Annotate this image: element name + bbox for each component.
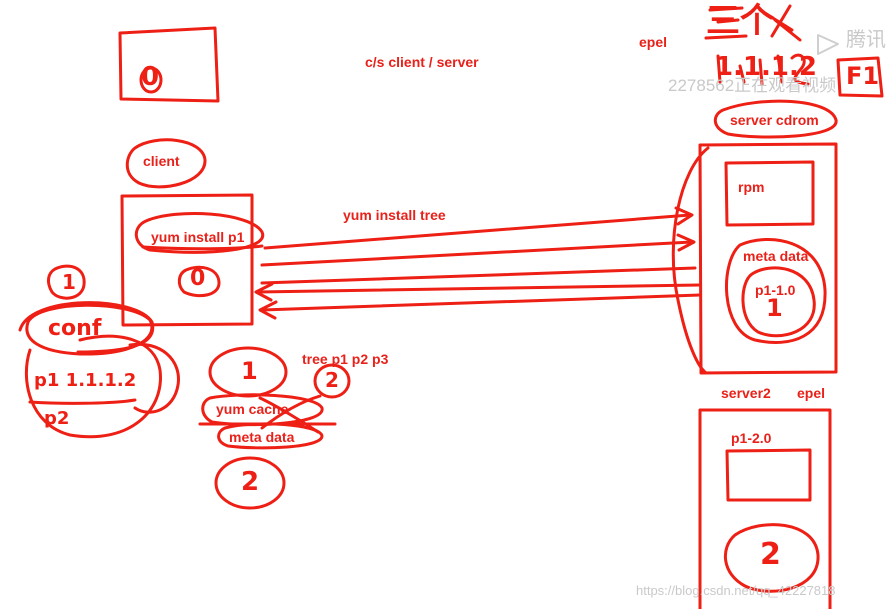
meta-data-client-label: meta data bbox=[229, 429, 295, 445]
rpm-label: rpm bbox=[738, 179, 765, 195]
client-box bbox=[120, 193, 254, 327]
url-watermark: https://blog.csdn.net/qq_42227818 bbox=[636, 583, 836, 598]
server-box bbox=[698, 142, 838, 375]
tree-deps-label: tree p1 p2 p3 bbox=[302, 351, 389, 367]
two-small-circle bbox=[313, 363, 351, 399]
rpm-box bbox=[724, 160, 815, 227]
zero-circle bbox=[139, 66, 163, 94]
handwritten-conf: conf bbox=[48, 316, 102, 341]
epel-server2-label: epel bbox=[797, 385, 826, 401]
handwritten-top-chars: 三个 bbox=[706, 1, 774, 41]
yum-install-underline bbox=[141, 244, 264, 251]
handwritten-two-under: 2 bbox=[241, 467, 260, 497]
handwritten-p1-version: p1 1.1.1.2 bbox=[34, 370, 137, 391]
play-icon bbox=[817, 34, 839, 55]
meta-data-inner-circle bbox=[741, 266, 816, 338]
server2-label: server2 bbox=[721, 385, 771, 401]
epel-top-label: epel bbox=[639, 34, 668, 50]
response-arrows bbox=[254, 282, 702, 320]
one-circle-left bbox=[46, 264, 86, 300]
p1-2-label: p1-2.0 bbox=[731, 430, 772, 446]
p1-1-label: p1-1.0 bbox=[755, 282, 796, 298]
handwritten-zero: 0 bbox=[141, 62, 160, 92]
viewer-watermark: 2278562正在观看视频 bbox=[668, 76, 837, 95]
meta-data-server-label: meta data bbox=[743, 248, 809, 264]
two-server2-circle bbox=[723, 523, 820, 593]
request-arrows bbox=[260, 206, 697, 285]
handwritten-two-small: 2 bbox=[325, 368, 339, 392]
server-left-scribble bbox=[671, 146, 710, 374]
p1-2-box bbox=[725, 448, 812, 502]
conf-circle-2 bbox=[18, 301, 155, 354]
two-under-circle bbox=[214, 456, 286, 510]
yum-install-p1-label: yum install p1 bbox=[151, 229, 245, 245]
yum-cache-circle bbox=[201, 393, 324, 427]
handwritten-zero-small: 0 bbox=[190, 266, 206, 291]
server2-box bbox=[698, 408, 832, 609]
handwritten-p2: p2 bbox=[44, 408, 70, 429]
diagram-title: c/s client / server bbox=[365, 54, 479, 70]
client-label: client bbox=[143, 153, 180, 169]
client-circle bbox=[125, 138, 207, 189]
handwritten-top-box: F1 bbox=[846, 62, 880, 90]
config-side-circle bbox=[128, 342, 180, 414]
brand-watermark: 腾讯 bbox=[846, 29, 886, 51]
server-cdrom-circle bbox=[713, 99, 838, 139]
yum-install-tree-label: yum install tree bbox=[343, 207, 446, 223]
top-version-scribble bbox=[716, 53, 810, 86]
top-box-scribble bbox=[836, 56, 884, 98]
top-chars-scribble bbox=[704, 4, 802, 42]
handwritten-one-left: 1 bbox=[62, 270, 76, 294]
meta-data-circle bbox=[217, 422, 324, 450]
small-zero-shape bbox=[177, 265, 221, 298]
handwritten-one-server: 1 bbox=[766, 294, 783, 322]
server-cdrom-label: server cdrom bbox=[730, 112, 819, 128]
handwritten-two-server2: 2 bbox=[760, 537, 781, 572]
meta-data-big-circle bbox=[725, 238, 827, 344]
p1-p2-divider bbox=[28, 398, 137, 405]
handwritten-top-version: 1.1.1.2 bbox=[715, 52, 817, 82]
top-left-box bbox=[118, 26, 220, 103]
handwritten-one-under: 1 bbox=[241, 357, 258, 385]
yum-cache-label: yum cache bbox=[216, 401, 289, 417]
